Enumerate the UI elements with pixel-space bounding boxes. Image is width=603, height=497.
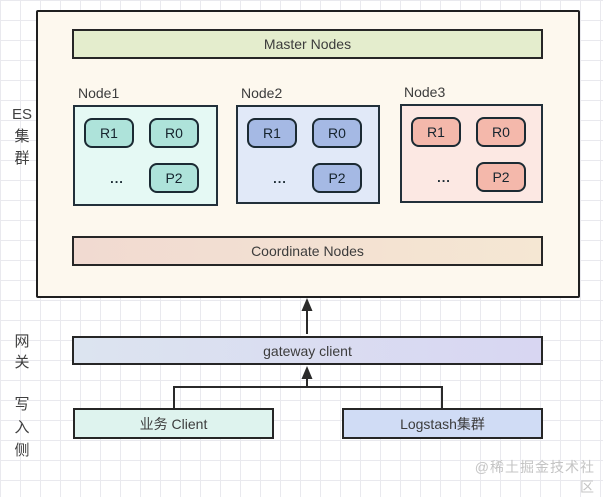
logstash-cluster-label: Logstash集群	[400, 415, 485, 432]
node3-shard-r1: R1	[411, 117, 461, 147]
node3-box: R1 R0 ... P2	[400, 104, 543, 203]
es-cluster-side-label: ES 集 群	[11, 106, 32, 167]
arrow-up-clients-to-gateway-icon	[301, 366, 313, 387]
node1-shard-r1: R1	[84, 118, 134, 148]
node3-shard-p2: P2	[476, 162, 526, 192]
coordinate-nodes-bar: Coordinate Nodes	[72, 236, 543, 266]
business-client-label: 业务 Client	[139, 415, 208, 432]
node2-label: Node2	[241, 85, 283, 101]
gateway-client-bar: gateway client	[72, 336, 543, 365]
node2-ellipsis: ...	[273, 170, 287, 186]
node2-shard-r0: R0	[312, 118, 362, 148]
node3-ellipsis: ...	[437, 169, 451, 185]
clients-junction-line	[173, 386, 443, 408]
master-nodes-label: Master Nodes	[263, 36, 352, 52]
gateway-side-label: 网 关	[14, 333, 30, 371]
gateway-client-label: gateway client	[263, 342, 352, 359]
logstash-cluster-box: Logstash集群	[342, 408, 543, 439]
arrow-up-gateway-to-cluster-icon	[301, 298, 313, 334]
node2-box: R1 R0 ... P2	[236, 105, 380, 204]
node1-box: R1 R0 ... P2	[73, 105, 218, 206]
write-side-label: 写 入 侧	[14, 396, 30, 459]
node1-shard-p2: P2	[149, 163, 199, 193]
node3-shard-r0: R0	[476, 117, 526, 147]
coordinate-nodes-label: Coordinate Nodes	[251, 243, 364, 259]
node2-shard-p2: P2	[312, 163, 362, 193]
node1-ellipsis: ...	[110, 170, 124, 186]
node1-shard-r0: R0	[149, 118, 199, 148]
watermark: @稀土掘金技术社区	[474, 459, 595, 495]
business-client-box: 业务 Client	[73, 408, 274, 439]
node3-label: Node3	[404, 84, 446, 100]
master-nodes-bar: Master Nodes	[72, 29, 543, 59]
node2-shard-r1: R1	[247, 118, 297, 148]
node1-label: Node1	[78, 85, 120, 101]
